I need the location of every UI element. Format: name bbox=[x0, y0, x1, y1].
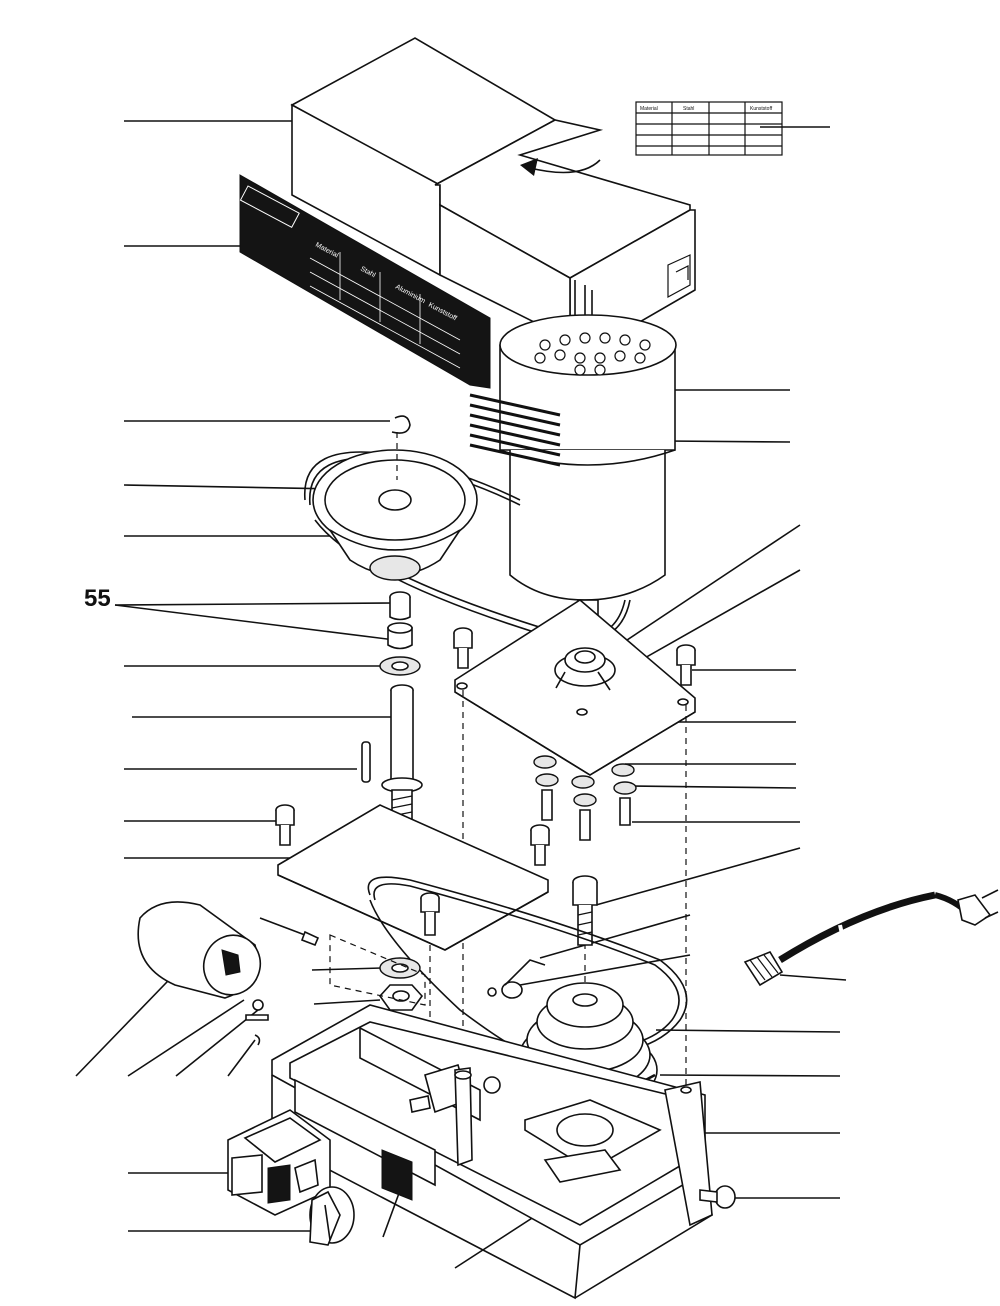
screw-upper-left bbox=[453, 627, 473, 669]
belt-guard-cover bbox=[290, 37, 696, 346]
washer-stack-right bbox=[611, 763, 637, 826]
label-plate bbox=[381, 1149, 413, 1201]
spindle-sleeve bbox=[387, 591, 413, 650]
screw-mid-left bbox=[275, 804, 295, 846]
curved-arrow-icon bbox=[520, 158, 601, 176]
motor-bracket bbox=[524, 1099, 662, 1183]
capacitor-parts bbox=[245, 999, 269, 1046]
screw-upper-right bbox=[676, 644, 696, 686]
washer-stack-mid bbox=[571, 775, 597, 841]
nameplate: Material Stahl Aluminium Kunststoff bbox=[239, 174, 491, 389]
strain-relief bbox=[743, 951, 784, 987]
internal-switch bbox=[409, 1063, 473, 1167]
screw-lower bbox=[420, 892, 440, 936]
speed-table-header-3: Kunststoff bbox=[750, 106, 773, 112]
capacitor bbox=[137, 901, 262, 999]
screw-mid-center bbox=[530, 824, 550, 866]
power-plug-icon bbox=[778, 889, 999, 963]
motor bbox=[469, 314, 677, 623]
motor-plate bbox=[454, 599, 696, 776]
washer-stack-left bbox=[533, 755, 559, 821]
speed-table-header-2: Stahl bbox=[683, 106, 694, 112]
belt-tensioner-clip bbox=[487, 959, 546, 999]
spindle-pulley bbox=[312, 449, 478, 581]
speed-table-header-1: Material bbox=[640, 106, 658, 112]
thumb-screw bbox=[699, 1185, 736, 1209]
speed-knob bbox=[309, 1175, 406, 1246]
snap-ring bbox=[391, 415, 411, 480]
nut-washer bbox=[378, 957, 424, 1011]
dashed-bracket bbox=[329, 934, 426, 1006]
screw-long bbox=[572, 875, 598, 946]
part-number-55: 55 bbox=[84, 585, 111, 612]
small-screw bbox=[300, 930, 320, 947]
washer bbox=[379, 656, 421, 676]
pin bbox=[361, 741, 371, 783]
spindle-plate bbox=[277, 804, 549, 951]
speed-table: Material Stahl Kunststoff bbox=[635, 101, 783, 156]
